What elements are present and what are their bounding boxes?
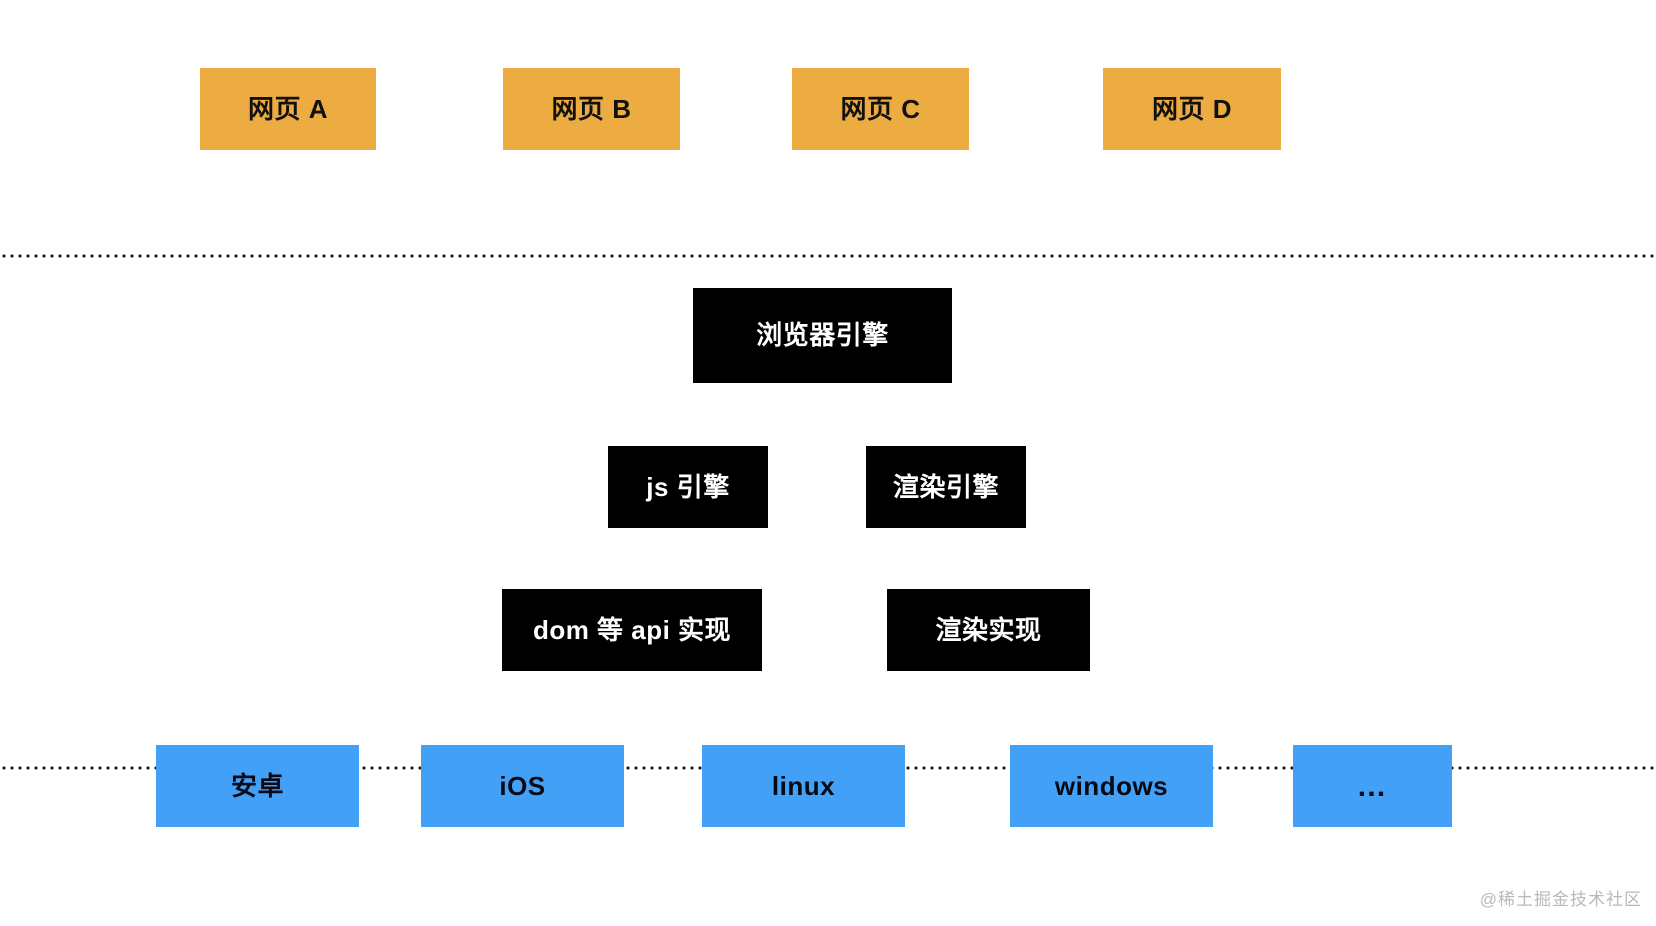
- engine-box-1: 浏览器引擎: [693, 288, 952, 383]
- web-page-box-label: 网页 C: [840, 93, 921, 124]
- web-page-box-4: 网页 D: [1103, 68, 1281, 150]
- web-page-box-1: 网页 A: [200, 68, 376, 150]
- os-box-5: …: [1293, 745, 1452, 827]
- os-box-4: windows: [1010, 745, 1213, 827]
- os-box-label: linux: [771, 770, 836, 801]
- engine-box-label: 浏览器引擎: [756, 320, 889, 351]
- os-box-label: windows: [1054, 770, 1169, 801]
- os-box-3: linux: [702, 745, 905, 827]
- engine-box-4: dom 等 api 实现: [502, 589, 762, 671]
- engine-box-label: 渲染引擎: [892, 471, 999, 502]
- watermark: @稀土掘金技术社区: [1479, 890, 1642, 909]
- os-box-2: iOS: [421, 745, 624, 827]
- divider-above-engine: [0, 254, 1656, 258]
- web-page-box-3: 网页 C: [792, 68, 969, 150]
- os-box-label: 安卓: [230, 770, 284, 801]
- web-page-box-label: 网页 A: [247, 93, 328, 124]
- web-page-box-label: 网页 B: [551, 93, 632, 124]
- web-page-box-label: 网页 D: [1151, 93, 1232, 124]
- engine-box-2: js 引擎: [608, 446, 768, 528]
- os-box-label: …: [1356, 769, 1389, 803]
- engine-box-label: dom 等 api 实现: [532, 614, 732, 645]
- engine-box-label: js 引擎: [646, 471, 730, 502]
- engine-box-5: 渲染实现: [887, 589, 1090, 671]
- os-box-1: 安卓: [156, 745, 359, 827]
- web-page-box-2: 网页 B: [503, 68, 680, 150]
- os-box-label: iOS: [499, 770, 546, 801]
- engine-box-3: 渲染引擎: [866, 446, 1026, 528]
- engine-box-label: 渲染实现: [935, 614, 1042, 645]
